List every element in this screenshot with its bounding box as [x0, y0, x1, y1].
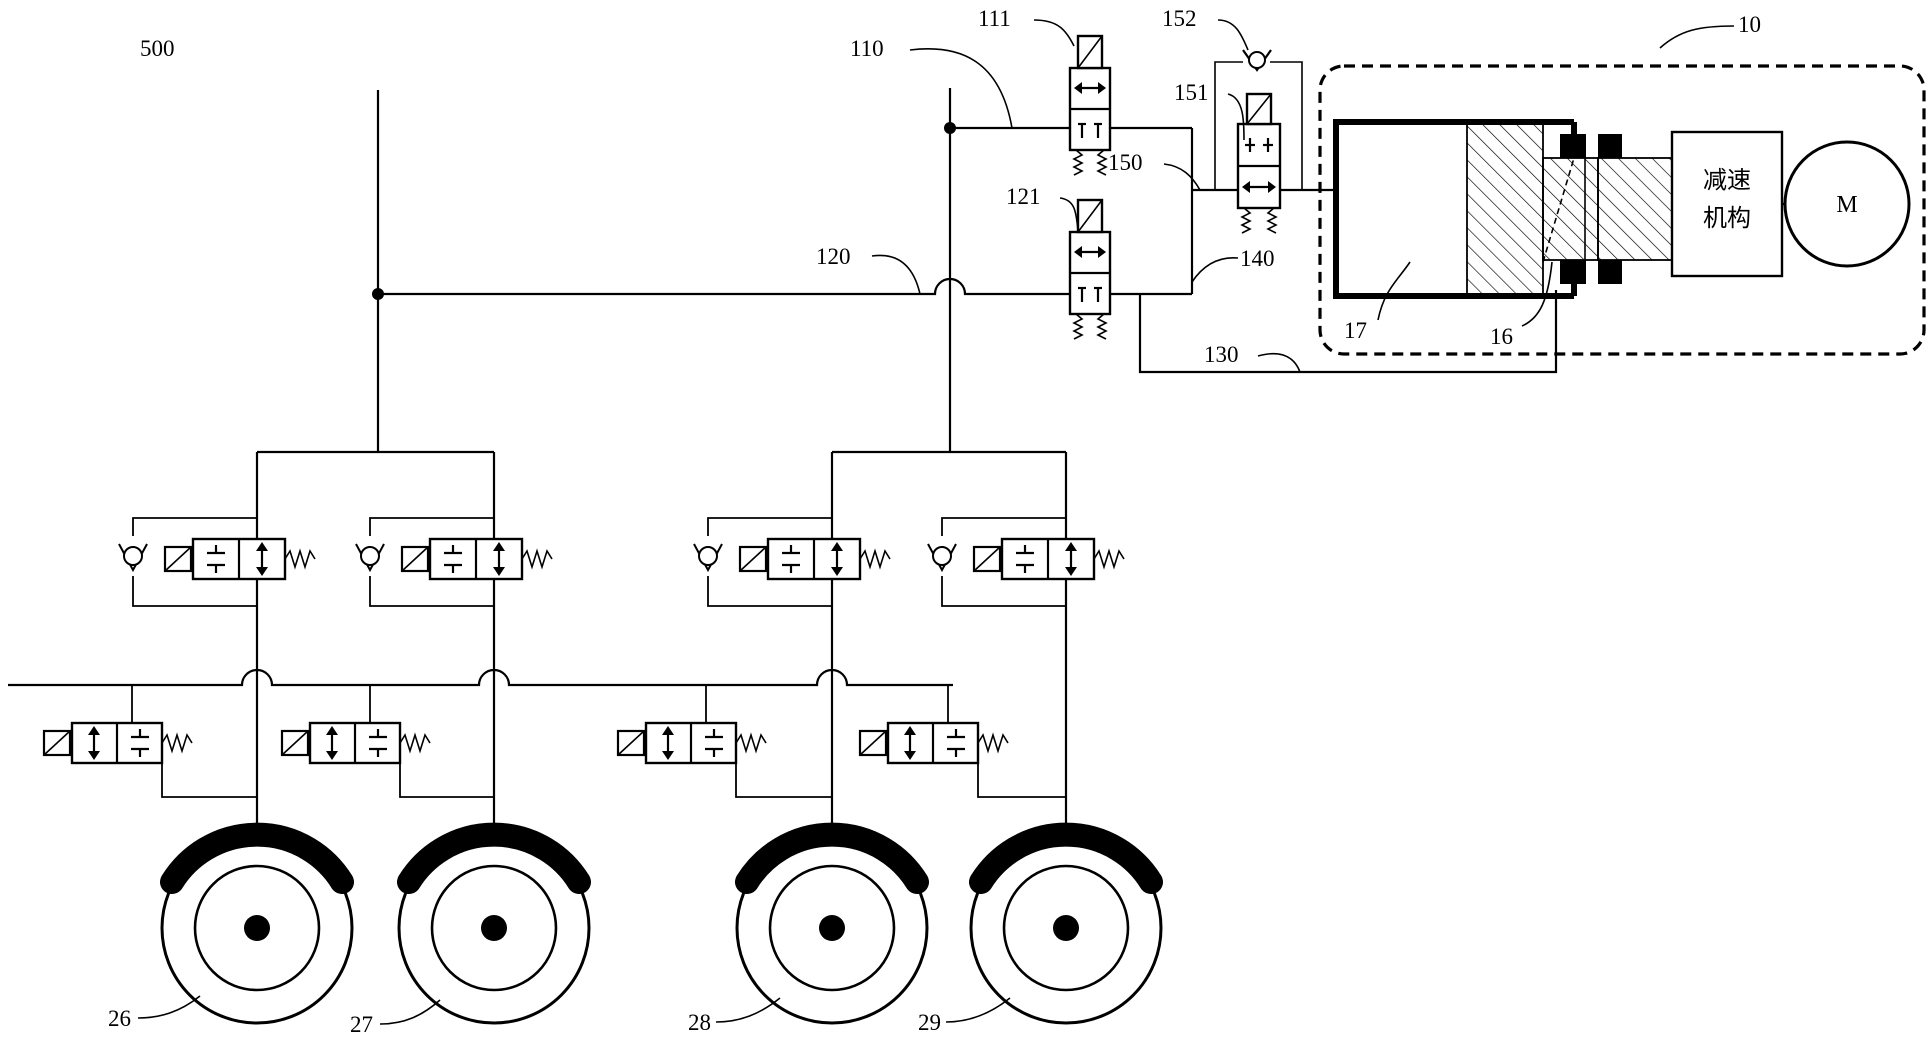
check-valve-icon [928, 544, 956, 570]
inlet-valve-2 [356, 518, 552, 606]
reducer-label-line1: 减速 [1703, 166, 1751, 194]
label-26: 26 [108, 1006, 131, 1031]
outlet-valve-1 [44, 685, 257, 797]
label-16: 16 [1490, 324, 1513, 349]
label-29: 29 [918, 1010, 941, 1035]
label-17: 17 [1344, 318, 1367, 343]
wheel-brake-28 [737, 833, 927, 1023]
solenoid-valve-icon [974, 539, 1124, 579]
label-500: 500 [140, 36, 175, 61]
label-28: 28 [688, 1010, 711, 1035]
label-120: 120 [816, 244, 851, 269]
outlet-valve-4 [860, 685, 1066, 797]
label-151: 151 [1174, 80, 1209, 105]
wheel-brake-27 [399, 833, 589, 1023]
valve-121 [1070, 200, 1110, 339]
solenoid-valve-icon [860, 723, 1008, 763]
inlet-valve-3 [694, 518, 890, 606]
check-valve-icon [119, 544, 147, 570]
label-152: 152 [1162, 6, 1197, 31]
label-121: 121 [1006, 184, 1041, 209]
inlet-valve-4 [928, 518, 1124, 606]
solenoid-valve-icon [165, 539, 315, 579]
label-27: 27 [350, 1012, 373, 1037]
label-111: 111 [978, 6, 1011, 31]
label-10: 10 [1738, 12, 1761, 37]
check-valve-icon [694, 544, 722, 570]
wheel-valve-group [44, 518, 1124, 797]
label-110: 110 [850, 36, 884, 61]
hydraulic-lines [8, 62, 1556, 828]
valve-151 [1238, 94, 1280, 233]
pressure-unit [1320, 66, 1924, 354]
solenoid-valve-icon [282, 723, 430, 763]
solenoid-valve-icon [618, 723, 766, 763]
solenoid-valve-icon [740, 539, 890, 579]
label-140: 140 [1240, 246, 1275, 271]
valve-111 [1070, 36, 1110, 175]
outlet-valve-2 [282, 685, 494, 797]
piston [1467, 124, 1543, 294]
check-valve-152 [1243, 50, 1271, 70]
inlet-valve-1 [119, 518, 315, 606]
reducer-label-line2: 机构 [1703, 204, 1751, 232]
piston-rod [1598, 158, 1672, 260]
motor-label: M [1836, 192, 1857, 218]
solenoid-valve-icon [402, 539, 552, 579]
outlet-valve-3 [618, 685, 832, 797]
label-130: 130 [1204, 342, 1239, 367]
label-150: 150 [1108, 150, 1143, 175]
wheel-brake-26 [162, 833, 352, 1023]
check-valve-icon [356, 544, 384, 570]
wheel-brake-29 [971, 833, 1161, 1023]
solenoid-valve-icon [44, 723, 192, 763]
